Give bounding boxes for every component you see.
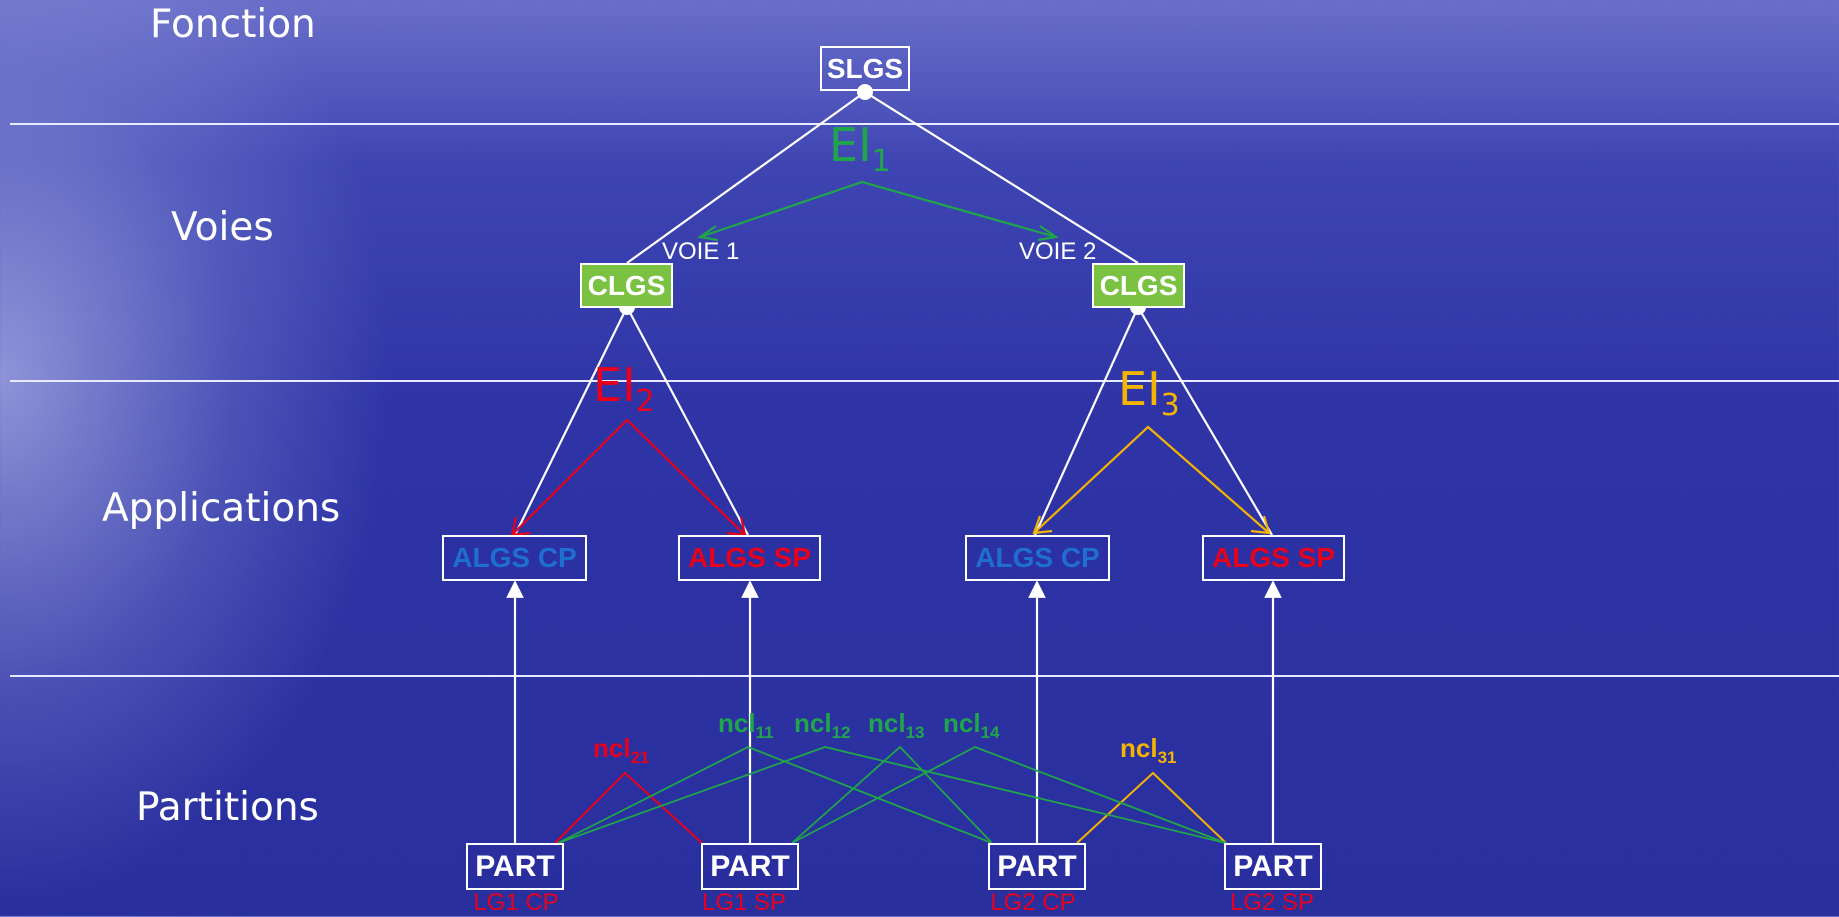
- ei2-label: EI2: [593, 358, 655, 419]
- clgs-node-voie-1: CLGS: [580, 263, 673, 308]
- ncl14-subscript: 14: [980, 723, 1000, 743]
- algs-cp-node-voie-1: ALGS CP: [442, 535, 587, 581]
- ei2-base: EI: [593, 358, 636, 412]
- ncl13-base: ncl: [868, 708, 906, 738]
- part-label-lg1-sp: LG1 SP: [701, 889, 787, 916]
- part-label-lg2-sp: LG2 SP: [1229, 889, 1315, 916]
- level-label-applications: Applications: [102, 486, 341, 531]
- ncl14-base: ncl: [943, 708, 981, 738]
- partition-arrows: [506, 580, 1282, 843]
- clgs-node-voie-2: CLGS: [1092, 263, 1185, 308]
- ei1-arrows: [697, 180, 1059, 242]
- voie-1-label: VOIE 1: [662, 238, 740, 265]
- ei3-label: EI3: [1118, 362, 1180, 423]
- level-label-partitions: Partitions: [136, 785, 319, 830]
- part-node-3: PART: [988, 843, 1086, 890]
- ncl21-base: ncl: [593, 733, 631, 763]
- ei2-subscript: 2: [635, 384, 655, 420]
- ncl31-subscript: 31: [1157, 748, 1177, 768]
- ei1-label: EI1: [829, 118, 891, 179]
- part-label-lg2-cp: LG2 CP: [990, 889, 1076, 916]
- ncl11-base: ncl: [718, 708, 756, 738]
- ncl11-subscript: 11: [755, 723, 774, 743]
- ncl21-subscript: 21: [630, 748, 650, 768]
- ei3-subscript: 3: [1160, 388, 1180, 424]
- ncl12-label: ncl12: [794, 708, 851, 743]
- part-label-lg1-cp: LG1 CP: [473, 889, 559, 916]
- part-node-4: PART: [1224, 843, 1322, 890]
- ncl12-base: ncl: [794, 708, 832, 738]
- ei1-base: EI: [829, 118, 872, 172]
- band-separator-2: [10, 380, 1839, 382]
- ncl14-label: ncl14: [943, 708, 1000, 743]
- level-label-fonction: Fonction: [150, 2, 316, 47]
- ei2-arrows: [510, 418, 747, 537]
- part-node-1: PART: [466, 843, 564, 890]
- part-node-2: PART: [701, 843, 799, 890]
- band-separator-3: [10, 675, 1839, 677]
- ncl31-lines: [1076, 771, 1227, 844]
- ncl13-subscript: 13: [905, 723, 925, 743]
- ncl31-label: ncl31: [1120, 733, 1177, 768]
- ei1-subscript: 1: [871, 144, 891, 180]
- algs-sp-node-voie-1: ALGS SP: [678, 535, 821, 581]
- ncl31-base: ncl: [1120, 733, 1158, 763]
- ncl21-label: ncl21: [593, 733, 650, 768]
- band-separator-1: [10, 123, 1839, 125]
- voie-2-label: VOIE 2: [1019, 238, 1097, 265]
- ei3-arrows: [1032, 425, 1271, 535]
- ncl13-label: ncl13: [868, 708, 925, 743]
- ncl-green-lines: [557, 745, 1227, 844]
- algs-sp-node-voie-2: ALGS SP: [1202, 535, 1345, 581]
- ncl12-subscript: 12: [831, 723, 851, 743]
- ei3-base: EI: [1118, 362, 1161, 416]
- ncl11-label: ncl11: [718, 708, 774, 743]
- algs-cp-node-voie-2: ALGS CP: [965, 535, 1110, 581]
- tree-lines: [514, 91, 1273, 536]
- level-label-voies: Voies: [171, 205, 274, 250]
- slgs-node: SLGS: [820, 46, 910, 91]
- ncl21-lines: [554, 771, 703, 844]
